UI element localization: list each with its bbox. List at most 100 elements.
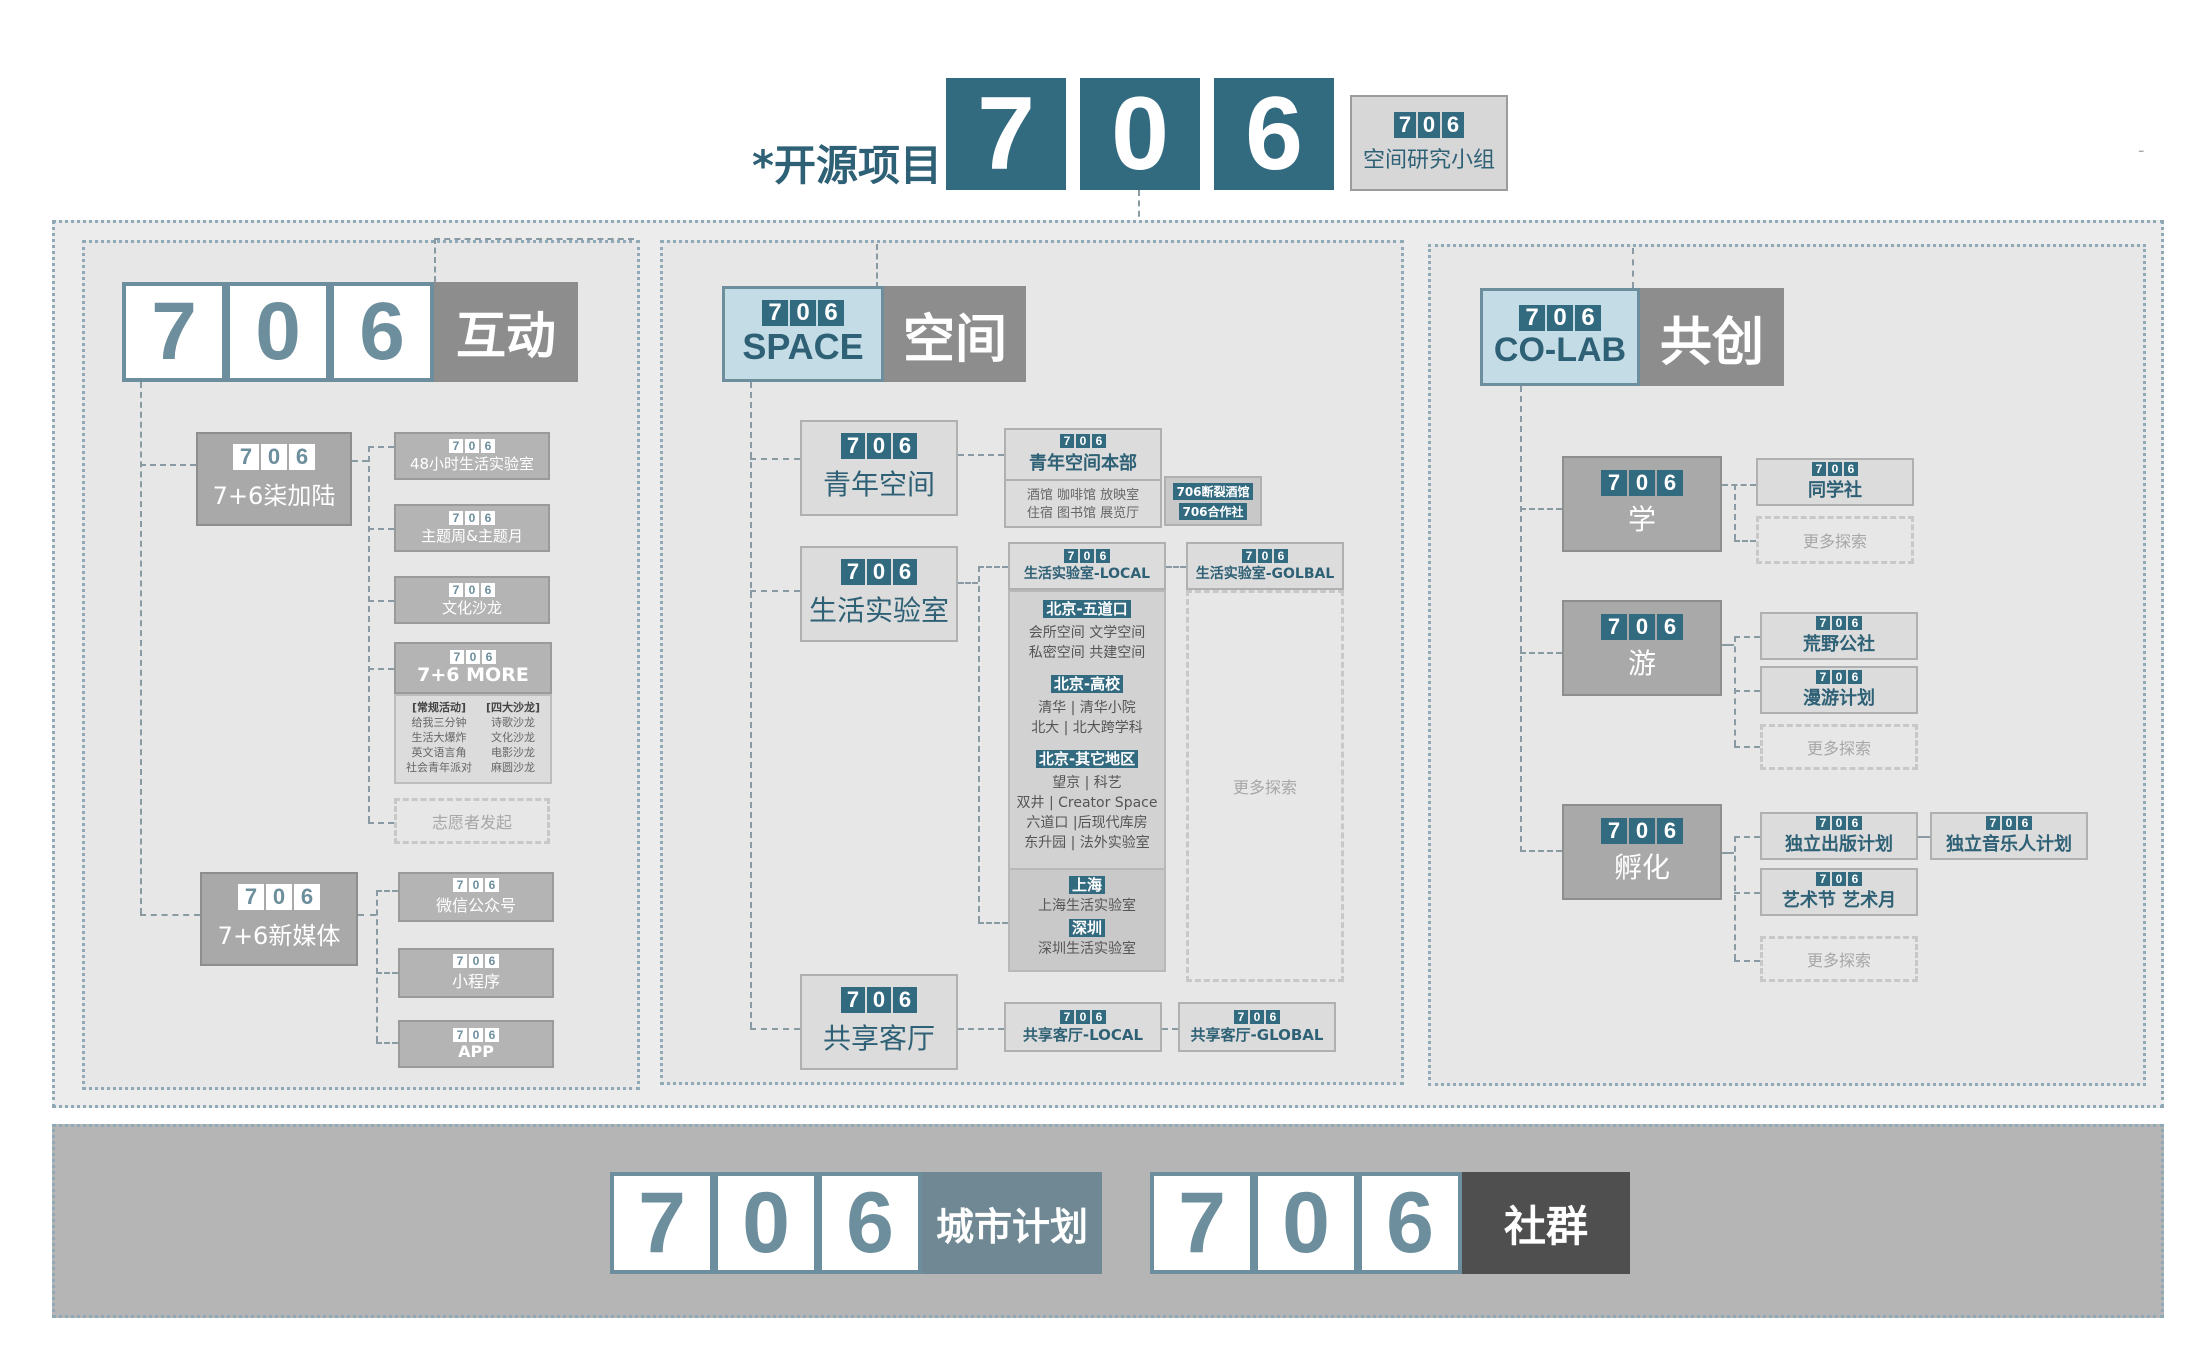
travel-sub-link-0 — [1722, 644, 1734, 646]
qijialu-item-more-link — [368, 668, 394, 670]
col1-spine — [140, 382, 142, 914]
qijialu-spine — [368, 446, 370, 822]
app-link — [376, 1042, 398, 1044]
travel-sub-link-2 — [1734, 690, 1760, 692]
new-media-spine — [376, 890, 378, 1042]
new-media-logo: 7 0 6 — [238, 884, 320, 910]
four-salons: [四大沙龙] 诗歌沙龙 文化沙龙 电影沙龙 麻圆沙龙 — [485, 701, 541, 774]
lab-other-link — [978, 922, 1008, 924]
top-digit-6: 6 — [1214, 76, 1334, 192]
learn-sub-link-1 — [1722, 484, 1756, 486]
more-activities-list: [常规活动] 给我三分钟 生活大爆炸 英文语言角 社会青年派对 [四大沙龙] 诗… — [394, 694, 552, 784]
wechat-link — [376, 890, 398, 892]
qijialu-item-48h-link — [368, 446, 394, 448]
travel-sub-link-1 — [1734, 636, 1760, 638]
qijialu-link — [352, 460, 368, 462]
travel-more[interactable]: 更多探索 — [1760, 724, 1918, 770]
colab-word: CO-LAB — [1493, 330, 1627, 369]
space-word: SPACE — [742, 326, 864, 367]
community-title: 社群 — [1462, 1172, 1630, 1274]
volunteer-link — [368, 822, 394, 824]
learn-sub-spine — [1734, 484, 1736, 540]
top-connector — [1138, 190, 1140, 248]
colab-title: 共创 — [1640, 288, 1784, 386]
lounge-link — [750, 1028, 800, 1030]
community-digit-0: 0 — [1254, 1172, 1358, 1274]
lab-local-link — [978, 566, 1008, 568]
interaction-digit-6: 6 — [330, 282, 434, 382]
youth-hq-link — [958, 454, 1004, 456]
hotel-tag: 706断裂酒馆 706合作社 — [1164, 476, 1262, 526]
corner-dash: - — [2138, 140, 2145, 161]
other-cities-list: 上海 上海生活实验室 深圳 深圳生活实验室 — [1008, 868, 1166, 972]
open-source-label: *开源项目 — [752, 141, 942, 190]
city-plan[interactable]: 7 0 6 城市计划 — [610, 1172, 1102, 1274]
interaction-digit-0: 0 — [226, 282, 330, 382]
city-digit-7: 7 — [610, 1172, 714, 1274]
research-group-label: 空间研究小组 — [1362, 148, 1495, 173]
interaction-title: 互动 — [434, 282, 578, 382]
qijialu-item-salon-link — [368, 600, 394, 602]
incubate-sub-link-0 — [1722, 852, 1734, 854]
top-digit-7: 7 — [946, 76, 1066, 192]
lab-sub-spine — [978, 566, 980, 922]
incubate-music-link — [1918, 836, 1930, 838]
lab-sub-link — [958, 582, 978, 584]
new-media-link — [358, 914, 376, 916]
youth-link — [750, 458, 800, 460]
new-media-box[interactable]: 7 0 6 7+6新媒体 — [200, 872, 358, 966]
community-digit-6: 6 — [1358, 1172, 1462, 1274]
city-plan-title: 城市计划 — [922, 1172, 1102, 1274]
col1-branch-1 — [140, 464, 196, 466]
incubate-sub-link-3 — [1734, 960, 1760, 962]
qijialu-logo: 7 0 6 — [233, 444, 315, 470]
lounge-global-link — [1162, 1028, 1178, 1030]
incubate-sub-link-1 — [1734, 836, 1760, 838]
learn-sub-link-2 — [1734, 540, 1756, 542]
incubate-link — [1520, 850, 1562, 852]
life-lab-global-more[interactable]: 更多探索 — [1186, 590, 1344, 982]
lab-link — [750, 590, 800, 592]
qijialu-box[interactable]: 7 0 6 7+6柒加陆 — [196, 432, 352, 526]
lounge-local-link — [958, 1028, 1004, 1030]
incubate-more[interactable]: 更多探索 — [1760, 936, 1918, 982]
bottom-band — [52, 1124, 2164, 1318]
interaction-header: 7 0 6 互动 — [122, 282, 578, 382]
qijialu-label: 7+6柒加陆 — [212, 482, 336, 510]
col2-spine — [750, 382, 752, 1028]
learn-more[interactable]: 更多探索 — [1756, 516, 1914, 564]
volunteer-initiated[interactable]: 志愿者发起 — [394, 798, 550, 844]
city-digit-6: 6 — [818, 1172, 922, 1274]
incubate-sub-link-2 — [1734, 892, 1760, 894]
travel-link — [1520, 652, 1562, 654]
community[interactable]: 7 0 6 社群 — [1150, 1172, 1630, 1274]
col3-top-connector — [1632, 248, 1634, 288]
